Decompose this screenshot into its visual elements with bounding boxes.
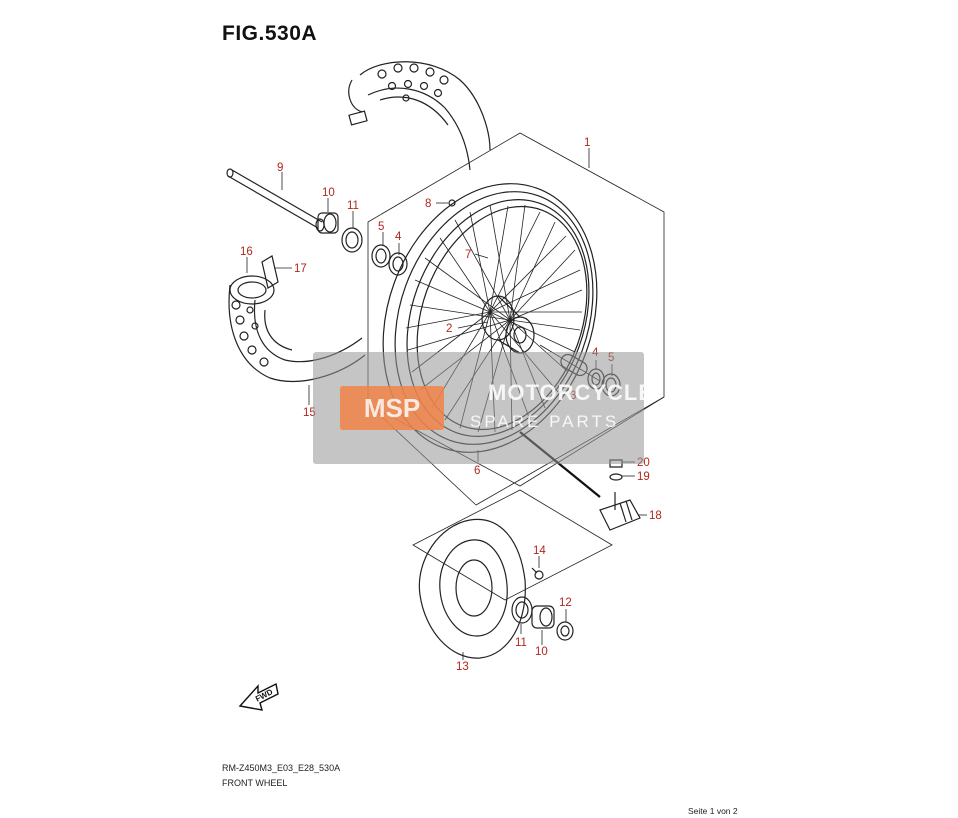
- watermark-text-line1: MOTORCYCLE: [488, 380, 655, 405]
- callout-10-upper: 10: [322, 187, 335, 199]
- callout-15: 15: [303, 407, 316, 419]
- spacer-lower: [531, 605, 555, 629]
- bearing-5-upper: [371, 244, 391, 268]
- bearing-4-upper-inner: [392, 256, 404, 272]
- disc-bolt: [531, 567, 544, 580]
- spoke-nipple: [448, 199, 456, 207]
- callout-18: 18: [649, 510, 662, 522]
- callout-14: 14: [533, 545, 546, 557]
- rim-lock: [599, 492, 641, 531]
- page-indicator: Seite 1 von 2: [688, 806, 738, 816]
- callout-13: 13: [456, 661, 469, 673]
- brake-disc-frame: [412, 489, 613, 601]
- callout-9: 9: [277, 162, 283, 174]
- callout-16: 16: [240, 246, 253, 258]
- bearing-5-upper-inner: [375, 248, 387, 264]
- front-axle: [226, 168, 325, 232]
- callout-6: 6: [474, 465, 480, 477]
- bearing-4-upper: [388, 252, 408, 276]
- spacer-upper: [317, 212, 339, 234]
- callout-8: 8: [425, 198, 431, 210]
- fwd-arrow-icon: FWD: [238, 682, 279, 711]
- watermark-logo: MSP: [340, 386, 444, 430]
- callout-4-upper: 4: [395, 231, 402, 243]
- axle-nut-inner: [560, 625, 570, 637]
- callout-11-upper: 11: [347, 200, 359, 212]
- dust-seal-upper-inner: [345, 231, 359, 249]
- dust-seal-lower: [511, 596, 533, 624]
- callout-5-upper: 5: [378, 221, 384, 233]
- dust-seal-lower-inner: [515, 601, 529, 619]
- callout-2: 2: [446, 323, 452, 335]
- valve-nut: [609, 473, 623, 481]
- callout-10-lower: 10: [535, 646, 548, 658]
- tire-upper: [348, 61, 491, 171]
- callout-12: 12: [559, 597, 572, 609]
- axle-nut: [556, 621, 574, 641]
- figure-name: FRONT WHEEL: [222, 778, 288, 788]
- callout-1: 1: [584, 137, 590, 149]
- callout-11-lower: 11: [515, 637, 527, 649]
- callout-7: 7: [465, 249, 471, 261]
- dust-seal-upper: [341, 227, 363, 253]
- figure-code: RM-Z450M3_E03_E28_530A: [222, 763, 341, 773]
- brake-disc: [418, 518, 526, 659]
- figure-title: FIG.530A: [222, 22, 318, 45]
- wheel-hub: [481, 295, 535, 354]
- callout-17: 17: [294, 263, 307, 275]
- callout-19: 19: [637, 471, 650, 483]
- watermark-text-line2: SPARE PARTS: [470, 412, 620, 431]
- rim-band: [261, 255, 279, 289]
